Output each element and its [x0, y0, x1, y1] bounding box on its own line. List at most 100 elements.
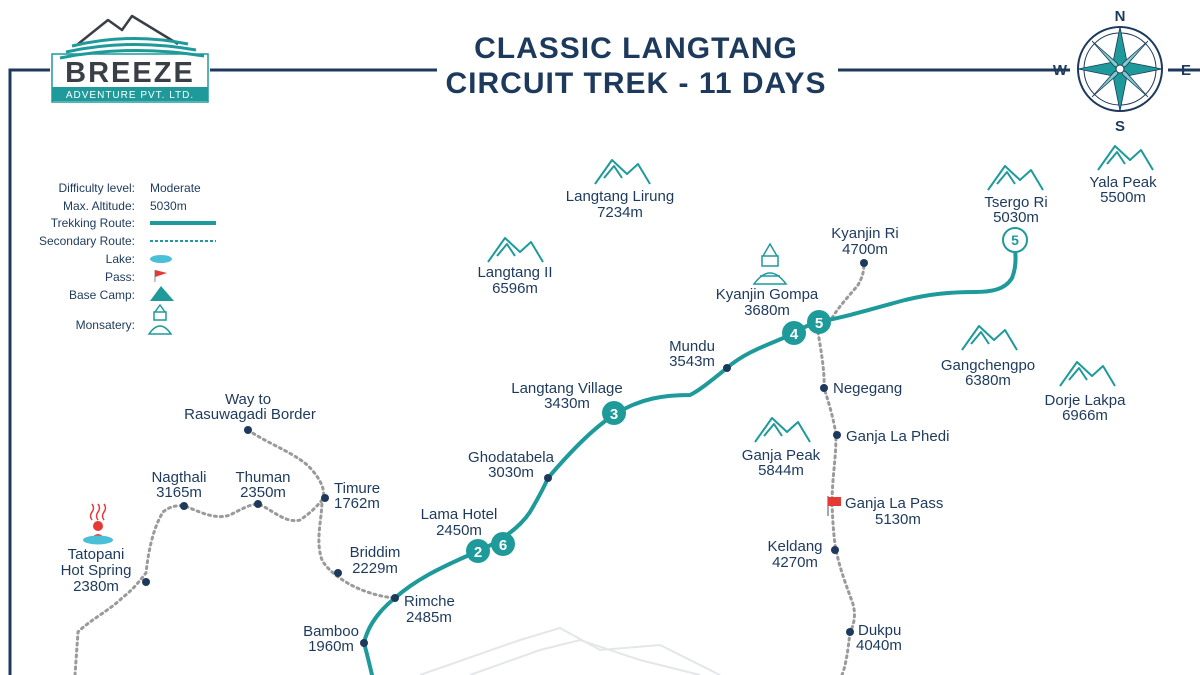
logo-subtitle: ADVENTURE PVT. LTD. [66, 90, 194, 101]
place-markers [142, 259, 868, 647]
legend-lake-key: Lake: [106, 252, 135, 266]
place-alt-langtang-village: 3430m [544, 395, 590, 412]
peak-name: Tsergo Ri [984, 194, 1047, 211]
marker-keldang [831, 546, 839, 554]
marker-tatopani [142, 578, 150, 586]
place-name-dukpu: Dukpu [858, 622, 901, 639]
place-alt-dukpu: 4040m [856, 637, 902, 654]
mountain-icon [594, 159, 651, 185]
secondary-route-tamang [73, 495, 397, 675]
peak-icons [487, 145, 1154, 443]
peak-altitude: 7234m [597, 204, 643, 221]
secondary-route-border [246, 428, 326, 502]
peak-name: Yala Peak [1089, 174, 1157, 191]
place-alt-kyanjin-ri: 4700m [842, 241, 888, 258]
map-frame [8, 68, 1200, 675]
peak-name: Langtang Lirung [566, 188, 674, 205]
marker-bamboo [360, 639, 368, 647]
place-name-rimche: Rimche [404, 593, 455, 610]
stage-marker-6 [491, 532, 515, 556]
place-name-keldang: Keldang [767, 538, 822, 555]
peak-altitude: 5030m [993, 209, 1039, 226]
logo-name: BREEZE [65, 57, 195, 89]
legend-altitude-value: 5030m [150, 199, 187, 213]
place-sub-tatopani: Hot Spring [61, 562, 132, 579]
hot-spring-icon [83, 503, 113, 545]
legend-base-camp-key: Base Camp: [69, 288, 135, 302]
place-name-ganja-la-pass: Ganja La Pass [845, 495, 943, 512]
legend: Difficulty level: Moderate Max. Altitude… [39, 181, 216, 335]
stage-marker-5-tsergo [1002, 227, 1028, 253]
place-name-negegang: Negegang [833, 380, 902, 397]
border-label-line2: Rasuwagadi Border [184, 406, 316, 423]
legend-difficulty-value: Moderate [150, 181, 201, 195]
logo: BREEZE ADVENTURE PVT. LTD. [51, 14, 209, 103]
mountain-icon [961, 325, 1018, 351]
place-alt-mundu: 3543m [669, 353, 715, 370]
page-title-line2: CIRCUIT TREK - 11 DAYS [446, 67, 827, 100]
marker-dukpu [846, 628, 854, 636]
legend-altitude-key: Max. Altitude: [63, 199, 135, 213]
place-name-lama-hotel: Lama Hotel [421, 506, 498, 523]
legend-secondary-route-key: Secondary Route: [39, 234, 135, 248]
place-alt-thuman: 2350m [240, 484, 286, 501]
marker-negegang [820, 384, 828, 392]
place-name-ganja-la-phedi: Ganja La Phedi [846, 428, 949, 445]
place-alt-nagthali: 3165m [156, 484, 202, 501]
marker-nagthali [180, 502, 188, 510]
peak-labels: Langtang Lirung 7234m Langtang II 6596m … [477, 174, 1157, 479]
place-name-kyanjin-ri: Kyanjin Ri [831, 225, 899, 242]
mountain-watermark-icon [419, 626, 721, 675]
legend-difficulty-key: Difficulty level: [59, 181, 135, 195]
place-alt-timure: 1762m [334, 495, 380, 512]
place-name-briddim: Briddim [350, 544, 401, 561]
mountain-icon [487, 237, 544, 263]
mountain-icon [754, 417, 811, 443]
compass-south-label: S [1115, 118, 1125, 135]
border-label-line1: Way to [225, 391, 271, 408]
stage-label-5-tsergo: 5 [1011, 232, 1019, 248]
place-alt-tatopani: 2380m [73, 578, 119, 595]
mountain-icon [1059, 361, 1116, 387]
peak-name: Dorje Lakpa [1045, 392, 1127, 409]
place-alt-lama-hotel: 2450m [436, 522, 482, 539]
place-name-timure: Timure [334, 480, 380, 497]
place-alt-ghodatabela: 3030m [488, 464, 534, 481]
kyanjin-gompa-monastery-icon [752, 242, 788, 285]
stage-label-4: 4 [790, 326, 799, 343]
place-alt-bamboo: 1960m [308, 638, 354, 655]
stage-markers: 2 6 3 4 5 5 [466, 227, 1028, 563]
place-name-langtang-village: Langtang Village [511, 380, 623, 397]
place-name-nagthali: Nagthali [151, 469, 206, 486]
stage-marker-3 [602, 401, 626, 425]
stage-label-6: 6 [499, 537, 507, 554]
place-name-ghodatabela: Ghodatabela [468, 449, 555, 466]
peak-altitude: 5844m [758, 462, 804, 479]
peak-name: Ganja Peak [742, 447, 821, 464]
place-name-bamboo: Bamboo [303, 623, 359, 640]
marker-timure [321, 494, 329, 502]
place-alt-rimche: 2485m [406, 609, 452, 626]
marker-kyanjin-ri [860, 259, 868, 267]
stage-marker-2 [466, 539, 490, 563]
marker-mundu [723, 364, 731, 372]
place-labels: Kyanjin Ri 4700m Kyanjin Gompa 3680m Mun… [61, 225, 950, 655]
lake-icon [150, 255, 172, 263]
place-name-kyanjin-gompa: Kyanjin Gompa [716, 286, 819, 303]
stage-label-2: 2 [474, 544, 482, 561]
stage-marker-4 [782, 321, 806, 345]
place-name-mundu: Mundu [669, 338, 715, 355]
logo-mountain-icon [59, 14, 205, 60]
compass-rose-icon [1077, 26, 1163, 112]
monastery-stupa-icon [147, 303, 173, 335]
marker-ganja-la-phedi [833, 431, 841, 439]
place-alt-keldang: 4270m [772, 554, 818, 571]
peak-altitude: 6596m [492, 280, 538, 297]
trekking-route [361, 248, 1018, 675]
legend-pass-key: Pass: [105, 270, 135, 284]
place-name-thuman: Thuman [235, 469, 290, 486]
peak-name: Gangchengpo [941, 357, 1035, 374]
ganja-la-pass-flag-icon [827, 496, 841, 516]
marker-rimche [391, 594, 399, 602]
